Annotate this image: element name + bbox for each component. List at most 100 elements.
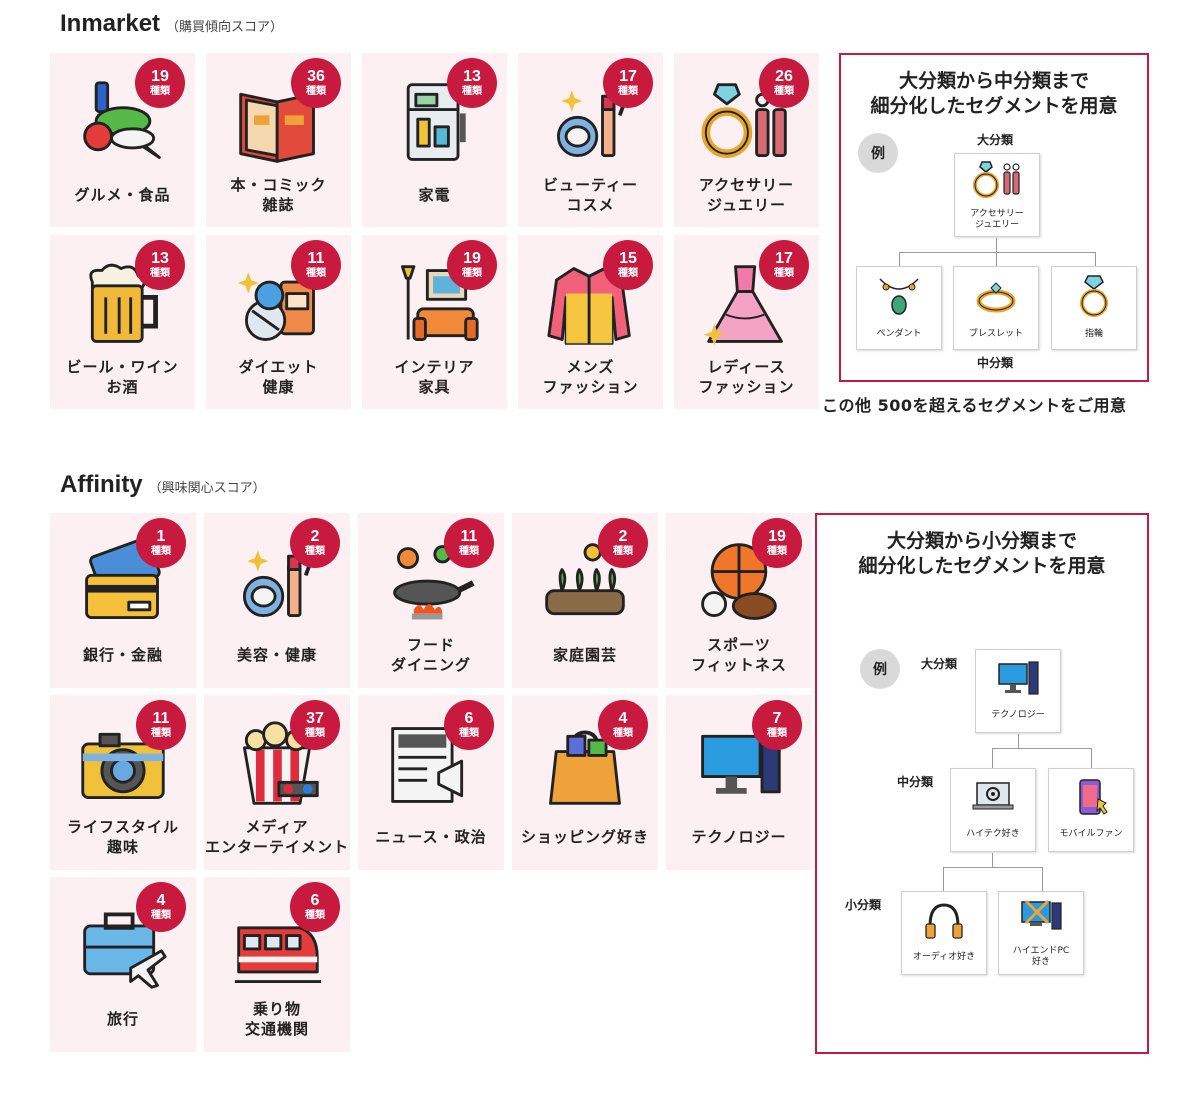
count-badge-number: 17 (619, 67, 637, 85)
inmarket-panel-title: 大分類から中分類まで 細分化したセグメントを用意 (841, 69, 1147, 119)
pc-tools-icon (1021, 899, 1062, 930)
category-label: インテリア 家具 (362, 357, 507, 397)
mid-node-label: ハイテク好き (966, 829, 1020, 839)
child-node-label: 指輪 (1084, 329, 1103, 339)
category-label: ニュース・政治 (358, 827, 504, 847)
inmarket-panel-title-line2: 細分化したセグメントを用意 (870, 95, 1118, 117)
jewelry-icon (973, 161, 1020, 198)
tree-connector (992, 853, 993, 867)
category-label: テクノロジー (666, 827, 812, 847)
category-tile[interactable]: 26 種類 アクセサリー ジュエリー (674, 53, 819, 227)
category-tile[interactable]: 13 種類 家電 (362, 53, 507, 227)
category-label: ダイエット 健康 (206, 357, 351, 397)
category-label: レディース ファッション (674, 357, 819, 397)
tree-connector (943, 867, 1042, 868)
category-tile[interactable]: 11 種類 ライフスタイル 趣味 (50, 695, 196, 870)
category-tile[interactable]: 37 種類 メディア エンターテイメント (204, 695, 350, 870)
category-label-line2: 家具 (418, 378, 451, 396)
count-badge: 1 種類 (136, 518, 186, 568)
small-node-label-line2: 好き (1031, 957, 1050, 967)
affinity-subtitle: （興味関心スコア） (148, 481, 266, 496)
category-label-line2: コスメ (566, 196, 615, 214)
count-badge-number: 7 (772, 709, 782, 727)
category-label-line1: 本・コミック (230, 176, 327, 194)
category-tile[interactable]: 11 種類 ダイエット 健康 (206, 235, 351, 409)
computer-icon (998, 661, 1039, 695)
count-badge-number: 36 (307, 67, 325, 85)
category-node-ring: 指輪 (1051, 266, 1137, 350)
affinity-heading: Affinity （興味関心スコア） (60, 471, 266, 499)
category-node-bracelet: ブレスレット (953, 266, 1039, 350)
category-label: スポーツ フィットネス (666, 635, 812, 675)
category-label-line1: ビューティー (542, 176, 639, 194)
cooking-icon (393, 545, 475, 620)
top-node-line1: アクセサリー (970, 209, 1024, 219)
category-tile[interactable]: 17 種類 レディース ファッション (674, 235, 819, 409)
count-badge-number: 6 (464, 709, 474, 727)
count-badge-unit: 種類 (774, 85, 794, 97)
count-badge-number: 19 (151, 67, 169, 85)
count-badge-number: 11 (307, 249, 325, 267)
category-tile[interactable]: 4 種類 ショッピング好き (512, 695, 658, 870)
category-label: グルメ・食品 (50, 185, 195, 205)
count-badge: 17 種類 (759, 240, 809, 290)
category-tile[interactable]: 4 種類 旅行 (50, 877, 196, 1052)
count-badge: 11 種類 (291, 240, 341, 290)
category-label: ライフスタイル 趣味 (50, 817, 196, 857)
count-badge: 17 種類 (603, 58, 653, 108)
count-badge-number: 37 (306, 709, 324, 727)
category-label-line1: アクセサリー (698, 176, 795, 194)
category-label-line2: 交通機関 (244, 1020, 309, 1038)
count-badge-unit: 種類 (305, 545, 325, 557)
category-tile[interactable]: 2 種類 美容・健康 (204, 513, 350, 688)
mid-level-label: 中分類 (897, 775, 934, 789)
count-badge: 4 種類 (598, 700, 648, 750)
small-node-label: オーディオ好き (912, 952, 976, 962)
newspaper-icon (391, 727, 464, 803)
count-badge: 6 種類 (444, 700, 494, 750)
category-tile[interactable]: 6 種類 ニュース・政治 (358, 695, 504, 870)
count-badge: 19 種類 (135, 58, 185, 108)
food-icon (82, 81, 161, 159)
count-badge-unit: 種類 (613, 545, 633, 557)
headphones-icon (925, 903, 963, 939)
category-tile[interactable]: 11 種類 フード ダイニング (358, 513, 504, 688)
category-tile[interactable]: 2 種類 家庭園芸 (512, 513, 658, 688)
category-tile[interactable]: 19 種類 インテリア 家具 (362, 235, 507, 409)
category-tile[interactable]: 19 種類 グルメ・食品 (50, 53, 195, 227)
category-label-line1: レディース (707, 358, 786, 376)
count-badge: 7 種類 (752, 700, 802, 750)
category-tile[interactable]: 17 種類 ビューティー コスメ (518, 53, 663, 227)
count-badge: 37 種類 (290, 700, 340, 750)
count-badge: 4 種類 (136, 882, 186, 932)
tree-connector (1091, 748, 1092, 768)
category-label: アクセサリー ジュエリー (674, 175, 819, 215)
category-tile[interactable]: 13 種類 ビール・ワイン お酒 (50, 235, 195, 409)
category-tile[interactable]: 15 種類 メンズ ファッション (518, 235, 663, 409)
tree-connector (1018, 734, 1019, 748)
popcorn-icon (242, 721, 319, 805)
count-badge-unit: 種類 (150, 267, 170, 279)
sports-balls-icon (701, 543, 777, 620)
category-node-highend-pc: ハイエンドPC 好き (998, 891, 1084, 975)
category-tile[interactable]: 1 種類 銀行・金融 (50, 513, 196, 688)
count-badge-unit: 種類 (613, 727, 633, 739)
garden-icon (545, 543, 625, 616)
category-label: 家庭園芸 (512, 645, 658, 665)
count-badge: 2 種類 (598, 518, 648, 568)
count-badge-unit: 種類 (462, 85, 482, 97)
category-label-line1: フード (406, 636, 455, 654)
category-tile[interactable]: 7 種類 テクノロジー (666, 695, 812, 870)
category-tile[interactable]: 6 種類 乗り物 交通機関 (204, 877, 350, 1052)
count-badge-number: 17 (775, 249, 793, 267)
count-badge-number: 2 (310, 527, 320, 545)
category-tile[interactable]: 36 種類 本・コミック 雑誌 (206, 53, 351, 227)
top-level-label: 大分類 (977, 133, 1014, 147)
child-node-label: ブレスレット (968, 329, 1023, 339)
category-label-line1: ニュース・政治 (375, 828, 487, 846)
count-badge-unit: 種類 (462, 267, 482, 279)
count-badge-unit: 種類 (151, 545, 171, 557)
category-label-line1: 銀行・金融 (82, 646, 163, 664)
category-tile[interactable]: 19 種類 スポーツ フィットネス (666, 513, 812, 688)
inmarket-title: Inmarket (60, 10, 161, 37)
